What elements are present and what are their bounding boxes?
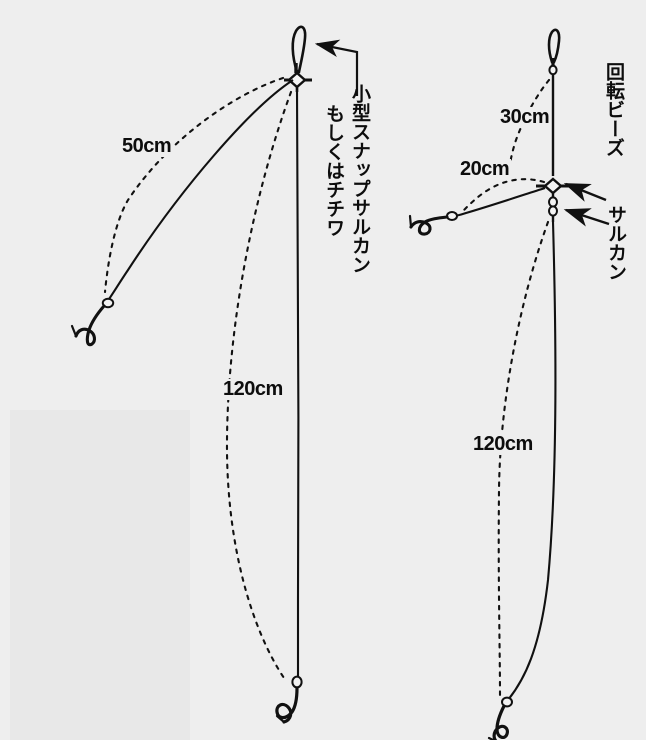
right-top-loop-icon bbox=[547, 28, 561, 76]
right-20cm-label: 20cm bbox=[458, 158, 512, 180]
left-main-line bbox=[295, 87, 300, 678]
right-120cm-dim-line bbox=[497, 220, 550, 698]
right-bead-callout: 回転ビーズ bbox=[603, 62, 625, 157]
left-branch-line bbox=[106, 79, 294, 303]
gray-block-panel bbox=[10, 410, 190, 740]
right-swivel-callout-leader bbox=[563, 208, 610, 227]
right-30cm-dim-line bbox=[507, 78, 551, 174]
right-30cm-label: 30cm bbox=[498, 106, 552, 128]
left-terminal-callout-line2: もしくはチチワ bbox=[323, 104, 345, 237]
left-loop-callout-leader bbox=[314, 39, 359, 96]
left-terminal-callout-line1: 小型スナップサルカン bbox=[349, 84, 371, 274]
left-bottom-hook-icon bbox=[275, 675, 303, 724]
left-50cm-dim-line bbox=[103, 76, 285, 294]
left-rig-group bbox=[70, 25, 359, 724]
right-swivel-callout: サルカン bbox=[605, 205, 627, 281]
right-120cm-label: 120cm bbox=[471, 433, 535, 455]
left-branch-hook-icon bbox=[70, 297, 115, 347]
right-branch-line bbox=[452, 186, 546, 218]
left-top-loop-icon bbox=[291, 25, 307, 74]
right-lower-main-line bbox=[507, 221, 557, 701]
right-bottom-hook-icon bbox=[487, 696, 513, 740]
left-50cm-label: 50cm bbox=[120, 135, 174, 157]
right-20cm-dim-line bbox=[462, 178, 546, 212]
right-rig-group bbox=[408, 28, 610, 740]
right-branch-hook-icon bbox=[408, 211, 458, 236]
left-120cm-dim-line bbox=[225, 90, 293, 680]
left-120cm-label: 120cm bbox=[221, 378, 285, 400]
right-bead-callout-leader bbox=[563, 182, 607, 202]
left-swivel-bead-icon bbox=[284, 70, 312, 92]
right-swivel-icon bbox=[548, 193, 558, 222]
